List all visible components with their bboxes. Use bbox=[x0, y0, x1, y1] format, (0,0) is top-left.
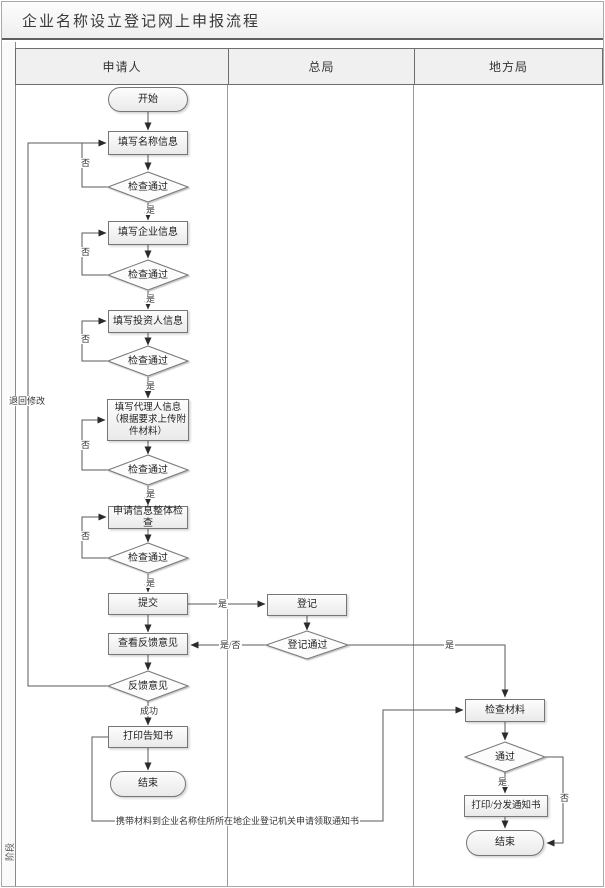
lane-header-local-office: 地方局 bbox=[414, 49, 602, 84]
node-fill-enterprise-info: 填写企业信息 bbox=[108, 221, 188, 245]
page-title-text: 企业名称设立登记网上申报流程 bbox=[22, 13, 261, 30]
edge-label-yes-register: 是 bbox=[444, 640, 456, 650]
label-check-pass-1: 检查通过 bbox=[128, 182, 168, 193]
node-submit: 提交 bbox=[108, 593, 188, 615]
label-check-pass-5: 检查通过 bbox=[128, 553, 168, 564]
edge-label-yes-pass: 是 bbox=[497, 777, 509, 787]
edge-label-no-3: 否 bbox=[80, 334, 92, 344]
node-fill-agent-info: 填写代理人信息 （根据要求上传附 件材料） bbox=[107, 399, 189, 441]
node-fill-name-info: 填写名称信息 bbox=[108, 131, 188, 155]
edge-label-yes-no: 是/否 bbox=[219, 640, 242, 650]
stage-sidebar: 阶段 bbox=[2, 42, 16, 886]
label-check-pass-2: 检查通过 bbox=[128, 270, 168, 281]
label-check-pass-4: 检查通过 bbox=[128, 465, 168, 476]
node-check-materials: 检查材料 bbox=[465, 699, 545, 722]
node-overall-check: 申请信息整体检查 bbox=[108, 506, 188, 529]
edge-label-yes-2: 是 bbox=[145, 294, 157, 304]
lane-header-applicant: 申请人 bbox=[102, 60, 142, 74]
label-register-pass: 登记通过 bbox=[287, 640, 328, 651]
page-title: 企业名称设立登记网上申报流程 bbox=[2, 2, 603, 40]
edge-label-yes-submit: 是 bbox=[217, 599, 229, 609]
node-fill-investor-info: 填写投资人信息 bbox=[108, 310, 188, 333]
node-start: 开始 bbox=[108, 87, 188, 112]
node-register: 登记 bbox=[267, 594, 347, 616]
lane-divider-2 bbox=[413, 85, 414, 886]
label-feedback: 反馈意见 bbox=[128, 681, 168, 692]
edge-label-return-modify: 退回修改 bbox=[8, 396, 47, 406]
edge-label-yes-3: 是 bbox=[145, 381, 157, 391]
edge-label-no-4: 否 bbox=[80, 440, 92, 450]
stage-sidebar-label: 阶段 bbox=[5, 842, 15, 861]
edge-label-no-1: 否 bbox=[80, 158, 92, 168]
lane-divider-1 bbox=[227, 85, 228, 886]
edge-label-yes-1: 是 bbox=[145, 205, 157, 215]
node-end-local: 结束 bbox=[466, 830, 544, 856]
label-pass: 通过 bbox=[495, 752, 515, 763]
node-print-distribute: 打印/分发通知书 bbox=[464, 795, 548, 817]
node-end-applicant: 结束 bbox=[110, 771, 186, 797]
node-print-notice: 打印告知书 bbox=[108, 726, 188, 748]
edge-label-no-2: 否 bbox=[80, 247, 92, 257]
node-view-feedback: 查看反馈意见 bbox=[108, 633, 188, 655]
edge-label-no-pass: 否 bbox=[559, 793, 571, 803]
edge-label-carry-materials: 携带材料到企业名称住所所在地企业登记机关申请领取通知书 bbox=[115, 816, 361, 826]
edge-label-yes-4: 是 bbox=[145, 489, 157, 499]
lane-header-head-office: 总局 bbox=[228, 49, 414, 84]
label-check-pass-3: 检查通过 bbox=[128, 356, 168, 367]
edge-label-no-5: 否 bbox=[80, 531, 92, 541]
edge-label-yes-5: 是 bbox=[145, 578, 157, 588]
edge-label-success: 成功 bbox=[139, 706, 160, 716]
swimlane-header: 申请人 总局 地方局 bbox=[15, 48, 603, 85]
